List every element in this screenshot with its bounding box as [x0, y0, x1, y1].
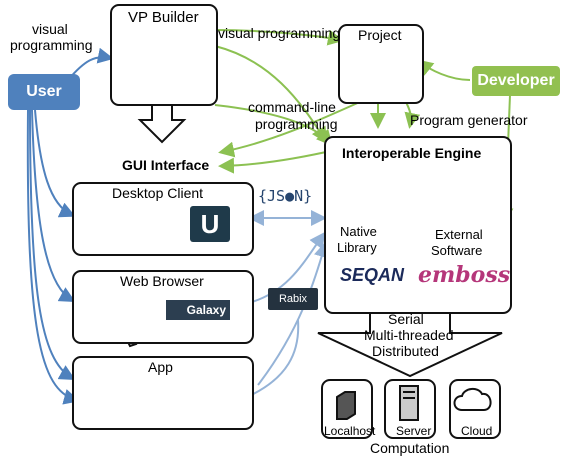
rabix-logo: Rabix [268, 288, 318, 310]
external-software-line2: Software [431, 243, 483, 258]
json-logo: {JS●N} [258, 187, 313, 205]
execution-distributed: Distributed [372, 343, 439, 359]
interoperable-engine-box [324, 136, 512, 314]
user-vp-label-line1: visual [32, 21, 68, 37]
hollow-arrow-engine-computation [317, 311, 503, 378]
engine-title: Interoperable Engine [342, 145, 482, 161]
user-node: User [8, 74, 80, 110]
native-library-line1: Native [340, 224, 377, 239]
vp-project-label: visual programming [218, 25, 341, 41]
user-label: User [26, 83, 62, 100]
seqan-logo: SEQAN [340, 265, 405, 285]
project-title: Project [358, 27, 402, 43]
user-vp-label-line2: programming [10, 37, 93, 53]
external-software-line1: External [435, 227, 483, 242]
localhost-label: Localhost [324, 424, 376, 438]
command-line-label-line1: command-line [248, 99, 336, 115]
u-logo: U [190, 206, 230, 242]
galaxy-logo: Galaxy [166, 300, 230, 320]
project-box [338, 24, 424, 104]
gui-interface-label: GUI Interface [122, 157, 210, 173]
cloud-label: Cloud [461, 424, 493, 438]
app-box [72, 356, 254, 430]
command-line-label-line2: programming [255, 116, 338, 132]
server-label: Server [396, 424, 432, 438]
native-library-line2: Library [337, 240, 377, 255]
developer-node: Developer [472, 66, 560, 96]
hollow-arrow-vp-gui [137, 104, 187, 144]
desktop-client-title: Desktop Client [112, 185, 204, 201]
developer-label: Developer [477, 72, 555, 89]
basespace-label: BaseSpace [180, 396, 232, 407]
vp-builder-title: VP Builder [128, 9, 199, 26]
computation-icons [321, 379, 501, 439]
computation-title: Computation [370, 440, 450, 456]
program-generator-label: Program generator [410, 112, 528, 128]
user-arrows [26, 47, 114, 405]
execution-serial: Serial [388, 311, 424, 327]
execution-multithreaded: Multi-threaded [364, 327, 454, 343]
vp-builder-box [110, 4, 218, 106]
emboss-logo: emboss [418, 262, 511, 288]
app-title: App [148, 359, 173, 375]
web-browser-title: Web Browser [120, 273, 204, 289]
